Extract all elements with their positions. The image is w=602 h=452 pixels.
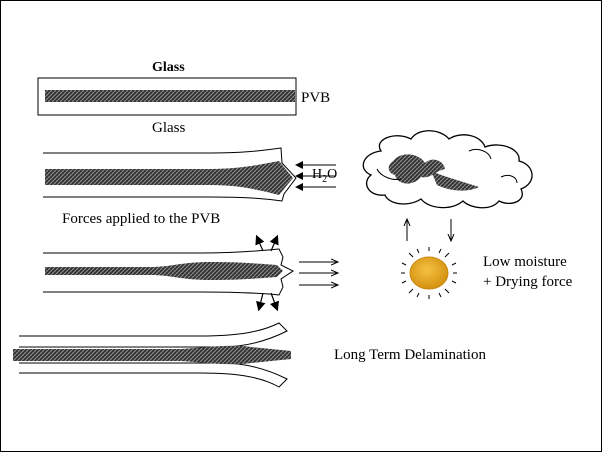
delaminated-laminate: [13, 322, 291, 388]
drying-force-label: + Drying force: [483, 274, 573, 290]
drying-arrows: [299, 262, 338, 285]
moisture-ingress-laminate: [43, 147, 336, 202]
pvb-label: PVB: [301, 90, 331, 106]
pvb-stressed: [45, 262, 283, 280]
glass-top-label: Glass: [152, 60, 185, 75]
low-moisture-label: Low moisture: [483, 254, 567, 270]
sun-icon: [401, 247, 457, 299]
forces-laminate: [43, 234, 338, 312]
force-arrows-up: [255, 234, 279, 252]
force-arrows-down: [256, 292, 279, 312]
h2o-label: H2O: [312, 167, 338, 185]
cycle-arrows: [407, 219, 451, 241]
delamination-label: Long Term Delamination: [334, 347, 486, 363]
pvb-swelling-edge: [45, 161, 293, 195]
pvb-interlayer: [45, 90, 295, 102]
moisture-arrows: [295, 161, 336, 191]
lower-glass-peeled: [19, 362, 288, 388]
intact-laminate: [37, 77, 297, 116]
cloud-icon: [362, 130, 533, 209]
pvb-exposed: [13, 345, 291, 365]
upper-glass-peeled: [19, 322, 288, 348]
glass-bottom-label: Glass: [152, 120, 186, 136]
forces-label: Forces applied to the PVB: [62, 211, 221, 227]
